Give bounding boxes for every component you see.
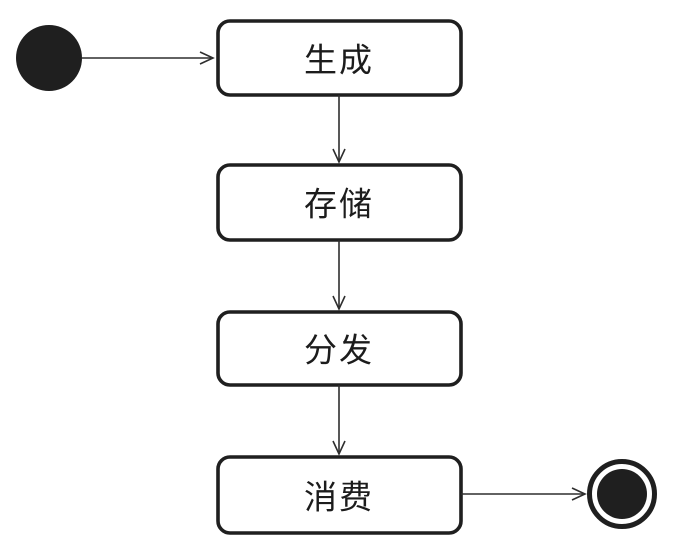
- state-label-generate: 生成: [304, 41, 374, 80]
- initial-state-node: [16, 25, 82, 91]
- final-state-dot: [597, 469, 647, 519]
- state-label-store: 存储: [304, 185, 374, 224]
- final-state-node: [587, 459, 657, 529]
- state-label-consume: 消费: [304, 478, 374, 517]
- state-label-distribute: 分发: [304, 331, 374, 370]
- final-state-ring: [587, 459, 657, 529]
- state-box-consume: [216, 455, 463, 535]
